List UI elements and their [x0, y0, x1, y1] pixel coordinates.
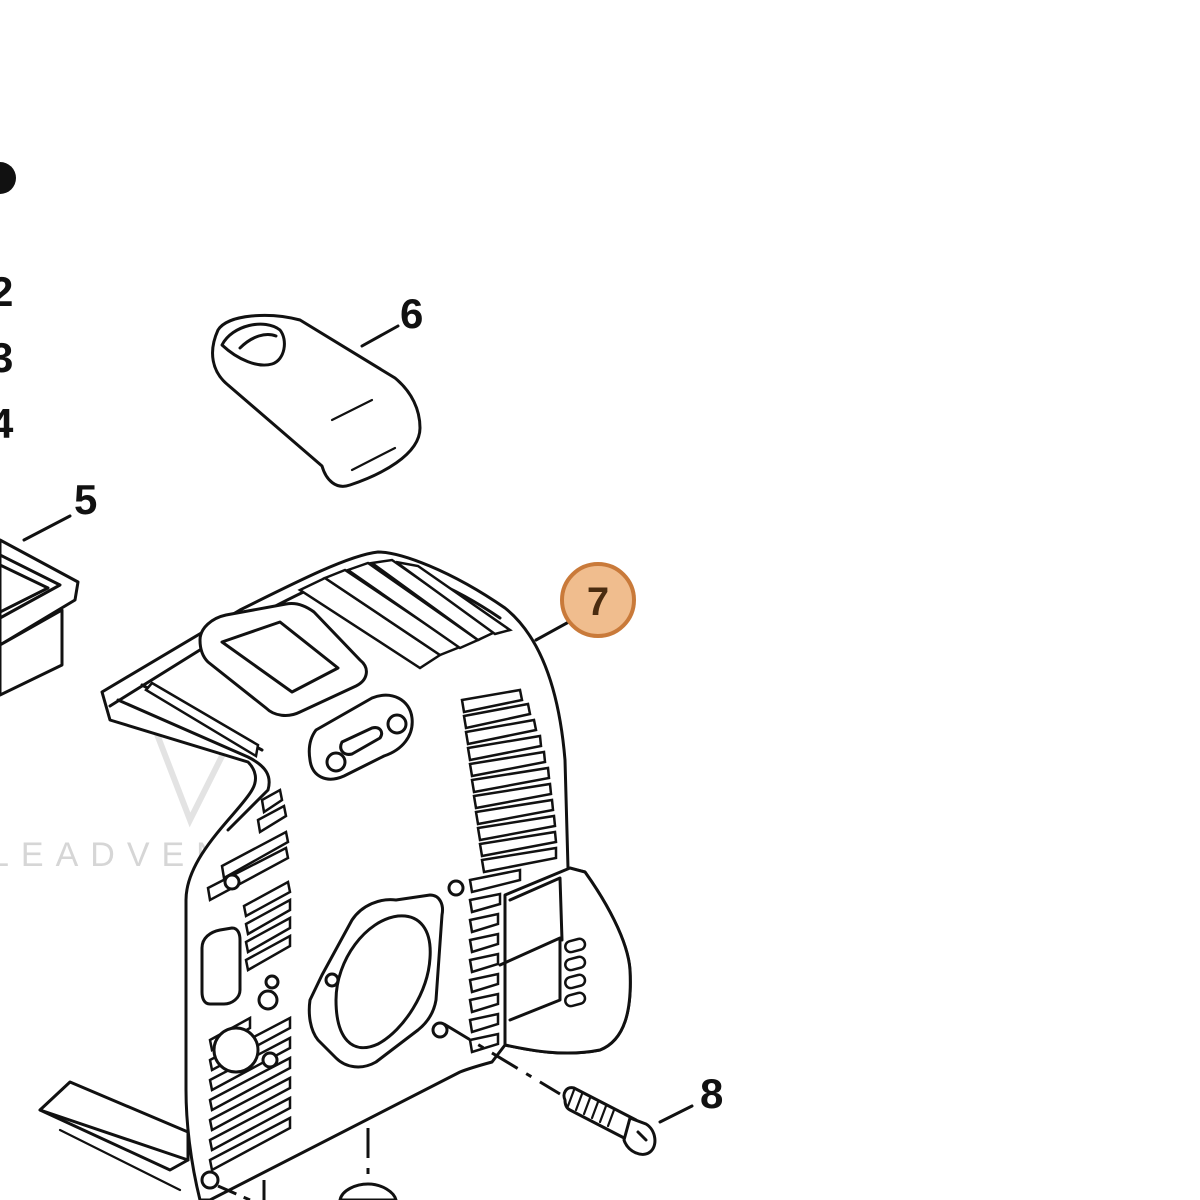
callout-3[interactable]: 3 — [0, 334, 13, 381]
part-bottom-partial — [338, 1182, 398, 1200]
part-8-screw[interactable] — [562, 1086, 694, 1156]
callout-5[interactable]: 5 — [74, 476, 97, 523]
callout-8[interactable]: 8 — [700, 1070, 723, 1117]
part-5-air-filter[interactable] — [0, 514, 80, 697]
part-bottom-left-partial — [38, 1080, 190, 1192]
callout-7-highlight[interactable]: 7 — [560, 562, 636, 638]
side-vent-slats — [460, 688, 558, 1054]
callout-7-circle[interactable] — [560, 562, 636, 638]
callout-4[interactable]: 4 — [0, 400, 14, 447]
leader-line-8 — [658, 1104, 694, 1124]
part-6-cover[interactable] — [211, 313, 422, 488]
callout-2[interactable]: 2 — [0, 268, 13, 315]
part-7-shroud[interactable] — [100, 550, 632, 1200]
callout-6[interactable]: 6 — [400, 290, 423, 337]
callout-7[interactable]: 7 — [587, 580, 609, 624]
callout-badge-partial — [0, 162, 16, 194]
